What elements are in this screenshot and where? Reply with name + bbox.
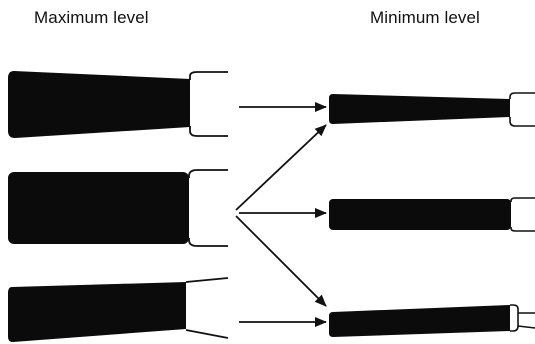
min-bar-end-bracket-2	[510, 197, 535, 232]
max-bar-rect-2	[8, 172, 189, 244]
max-bar-end-lines-3	[185, 277, 229, 339]
max-shape-row-1	[8, 71, 228, 138]
arrow-row2-to-row3	[235, 215, 327, 307]
max-shape-row-3	[8, 277, 229, 342]
arrow-row2-to-row1	[235, 124, 327, 211]
minimum-level-heading: Minimum level	[370, 8, 480, 27]
min-bar-end-lines-3	[510, 304, 535, 332]
min-bar-tapered-1	[329, 94, 510, 124]
maximum-level-heading: Maximum level	[34, 8, 149, 27]
min-bar-rect-2	[329, 199, 511, 230]
max-bar-tapered-3	[8, 282, 186, 342]
max-bar-end-bracket-1	[189, 71, 228, 137]
min-bar-end-bracket-1	[509, 92, 535, 127]
max-bar-end-bracket-2	[188, 169, 228, 247]
min-shape-row-3	[329, 304, 535, 337]
min-shape-row-2	[329, 197, 535, 232]
arrows	[235, 102, 327, 327]
max-bar-tapered-1	[8, 71, 190, 138]
min-bar-tapered-3	[329, 305, 510, 337]
max-shape-row-2	[8, 169, 228, 247]
min-shape-row-1	[329, 92, 535, 127]
